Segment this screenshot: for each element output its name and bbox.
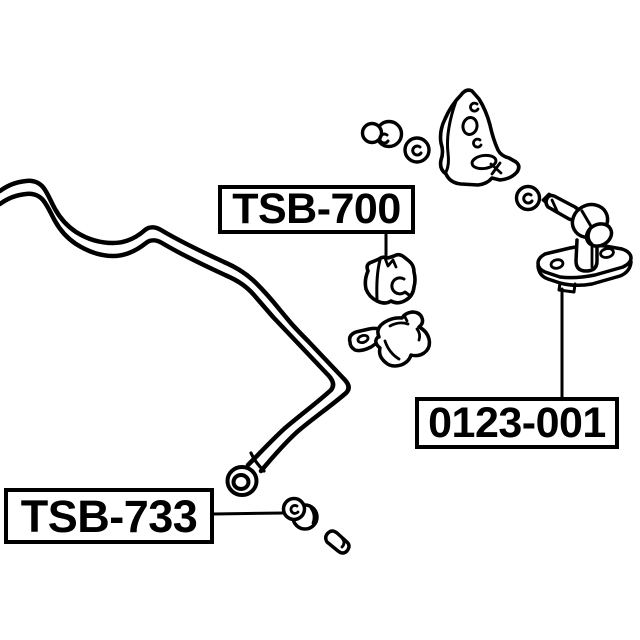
stabilizer-bar-icon: [0, 178, 351, 474]
bushing-sleeve-icon: [324, 529, 351, 555]
nut-and-washer-pair-icon: [360, 119, 404, 149]
part-label-0123001: 0123-001: [415, 397, 619, 449]
leader-line-tsb733: [211, 511, 286, 516]
bushing-clamp-bracket-icon: [347, 310, 432, 368]
stabilizer-bar-eye-end-icon: [225, 451, 266, 497]
part-label-0123001-text: 0123-001: [428, 398, 606, 447]
part-label-tsb733: TSB-733: [4, 488, 214, 544]
washer-icon: [514, 184, 542, 212]
stabilizer-bar-bushing-icon: [281, 496, 319, 531]
leader-lines: [211, 231, 564, 516]
part-label-tsb733-text: TSB-733: [20, 490, 198, 542]
washer-icon: [403, 136, 431, 164]
stabilizer-link-ball-stud-icon: [541, 192, 614, 273]
stabilizer-bushing-icon: [363, 252, 417, 305]
stabilizer-mount-bracket-icon: [438, 88, 521, 187]
part-label-tsb700: TSB-700: [218, 185, 415, 234]
part-label-tsb700-text: TSB-700: [232, 185, 401, 233]
